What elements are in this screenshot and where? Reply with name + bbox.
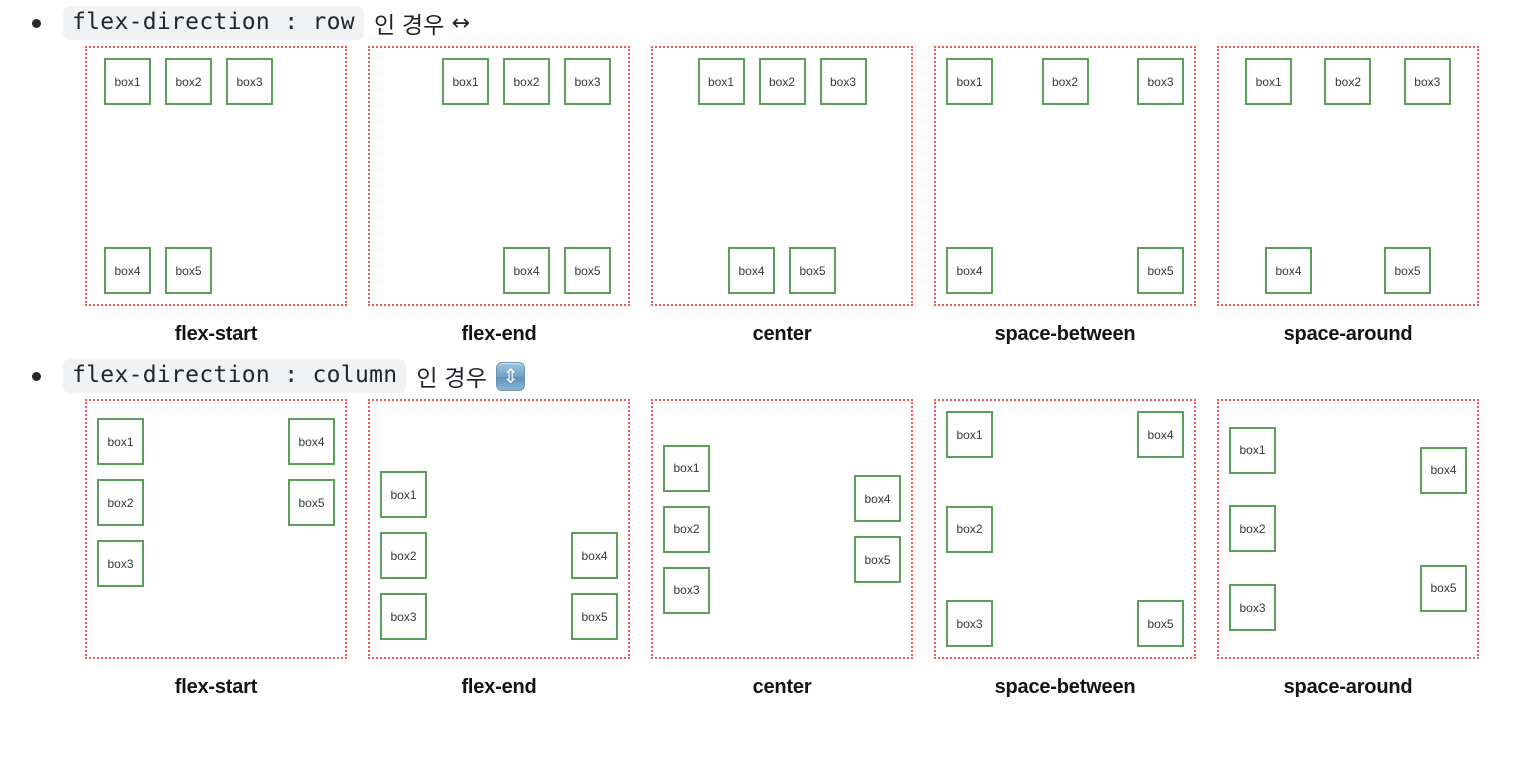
flex-item-box1: box1 — [663, 444, 710, 492]
demo-column-space-around: box1 box2 box3 box4 box5 space-around — [1217, 399, 1479, 699]
flex-item-box3: box3 — [1229, 584, 1276, 632]
code-chip-flex-direction-row: flex-direction : row — [63, 6, 364, 40]
flex-item-box5: box5 — [1384, 247, 1431, 294]
demo-column-flex-start: box1 box2 box3 box4 box5 flex-start — [85, 399, 347, 699]
demo-row-flex-end: box1 box2 box3 box4 box5 flex-end — [368, 46, 630, 346]
caption-space-around: space-around — [1283, 323, 1413, 345]
caption-space-between: space-between — [994, 676, 1136, 698]
flex-container-row-space-between: box1 box2 box3 box4 box5 — [934, 46, 1196, 306]
flex-item-box5: box5 — [1137, 600, 1184, 647]
caption-flex-start: flex-start — [174, 676, 258, 698]
flex-item-box3: box3 — [226, 58, 273, 105]
flex-container-column-flex-end: box1 box2 box3 box4 box5 — [368, 399, 630, 659]
flex-item-box4: box4 — [1420, 446, 1467, 494]
demo-column-center: box1 box2 box3 box4 box5 center — [651, 399, 913, 699]
caption-space-around: space-around — [1283, 676, 1413, 698]
flex-item-box5: box5 — [571, 593, 618, 640]
flex-item-box2: box2 — [758, 58, 806, 105]
flex-item-box5: box5 — [789, 247, 836, 294]
flex-item-box1: box1 — [946, 58, 993, 105]
caption-center: center — [752, 676, 812, 698]
flex-item-box1: box1 — [1245, 58, 1293, 105]
heading-column-direction: flex-direction : column 인 경우 ⇕ — [0, 353, 1514, 399]
flex-item-box2: box2 — [663, 505, 710, 553]
heading-suffix-text: 인 경우 — [373, 12, 445, 38]
flex-item-box2: box2 — [165, 58, 212, 105]
caption-space-between: space-between — [994, 323, 1136, 345]
caption-flex-end: flex-end — [461, 676, 537, 698]
flex-item-box3: box3 — [380, 593, 427, 640]
code-chip-flex-direction-column: flex-direction : column — [63, 359, 407, 393]
flex-item-box2: box2 — [503, 58, 550, 105]
flex-item-box4: box4 — [854, 475, 901, 522]
section-row-direction: flex-direction : row 인 경우 ↔ box1 box2 bo… — [0, 0, 1514, 346]
flex-container-column-center: box1 box2 box3 box4 box5 — [651, 399, 913, 659]
flex-item-box4: box4 — [1137, 411, 1184, 458]
flex-item-box4: box4 — [728, 247, 775, 294]
flex-item-box1: box1 — [442, 58, 489, 105]
flex-item-box4: box4 — [503, 247, 550, 294]
flex-item-box5: box5 — [1137, 247, 1184, 294]
flex-item-box2: box2 — [380, 532, 427, 579]
flex-item-box4: box4 — [946, 247, 993, 294]
panel-strip-column-direction: box1 box2 box3 box4 box5 flex-start box1… — [0, 399, 1514, 699]
heading-suffix-text: 인 경우 — [416, 365, 488, 391]
flex-item-box1: box1 — [697, 58, 745, 105]
demo-row-space-around: box1 box2 box3 box4 box5 space-around — [1217, 46, 1479, 346]
flex-item-box1: box1 — [104, 58, 151, 105]
flex-item-box1: box1 — [97, 418, 144, 465]
flex-item-box5: box5 — [288, 479, 335, 526]
caption-flex-end: flex-end — [461, 323, 537, 345]
demo-row-center: box1 box2 box3 box4 box5 center — [651, 46, 913, 346]
flex-container-row-center: box1 box2 box3 box4 box5 — [651, 46, 913, 306]
flex-item-box3: box3 — [946, 600, 993, 647]
flex-item-box2: box2 — [97, 479, 144, 526]
flex-item-box3: box3 — [1137, 58, 1184, 105]
panel-strip-row-direction: box1 box2 box3 box4 box5 flex-start box1… — [0, 46, 1514, 346]
heading-row-direction: flex-direction : row 인 경우 ↔ — [0, 0, 1514, 46]
flex-container-row-flex-end: box1 box2 box3 box4 box5 — [368, 46, 630, 306]
flex-container-row-flex-start: box1 box2 box3 box4 box5 — [85, 46, 347, 306]
flex-item-box5: box5 — [564, 247, 611, 294]
flex-item-box2: box2 — [1229, 505, 1276, 553]
flex-container-row-space-around: box1 box2 box3 box4 box5 — [1217, 46, 1479, 306]
flex-item-box3: box3 — [663, 566, 710, 614]
flex-item-box4: box4 — [104, 247, 151, 294]
flex-item-box4: box4 — [288, 418, 335, 465]
flex-item-box2: box2 — [946, 505, 993, 553]
flex-item-box1: box1 — [1229, 426, 1276, 474]
flex-item-box3: box3 — [97, 540, 144, 587]
flex-item-box5: box5 — [1420, 564, 1467, 612]
flex-item-box3: box3 — [1403, 58, 1451, 105]
flex-item-box1: box1 — [946, 411, 993, 458]
flex-container-column-space-between: box1 box2 box3 box4 box5 — [934, 399, 1196, 659]
flex-item-box2: box2 — [1324, 58, 1372, 105]
flex-container-column-space-around: box1 box2 box3 box4 box5 — [1217, 399, 1479, 659]
up-down-arrow-emoji-icon: ⇕ — [496, 361, 526, 391]
caption-flex-start: flex-start — [174, 323, 258, 345]
flex-item-box2: box2 — [1041, 58, 1089, 105]
flex-item-box3: box3 — [564, 58, 611, 105]
bullet-point-icon — [32, 371, 41, 381]
flex-item-box5: box5 — [165, 247, 212, 294]
demo-row-flex-start: box1 box2 box3 box4 box5 flex-start — [85, 46, 347, 346]
section-column-direction: flex-direction : column 인 경우 ⇕ box1 box2… — [0, 353, 1514, 699]
caption-center: center — [752, 323, 812, 345]
flex-item-box5: box5 — [854, 536, 901, 583]
bullet-point-icon — [32, 18, 41, 28]
flex-item-box1: box1 — [380, 471, 427, 518]
flex-item-box3: box3 — [819, 58, 867, 105]
demo-row-space-between: box1 box2 box3 box4 box5 space-between — [934, 46, 1196, 346]
demo-column-flex-end: box1 box2 box3 box4 box5 flex-end — [368, 399, 630, 699]
flex-container-column-flex-start: box1 box2 box3 box4 box5 — [85, 399, 347, 659]
flex-item-box4: box4 — [571, 532, 618, 579]
up-down-arrow-glyph: ⇕ — [502, 364, 519, 388]
left-right-arrow-icon: ↔ — [451, 10, 471, 36]
flex-item-box4: box4 — [1265, 247, 1312, 294]
demo-column-space-between: box1 box2 box3 box4 box5 space-between — [934, 399, 1196, 699]
